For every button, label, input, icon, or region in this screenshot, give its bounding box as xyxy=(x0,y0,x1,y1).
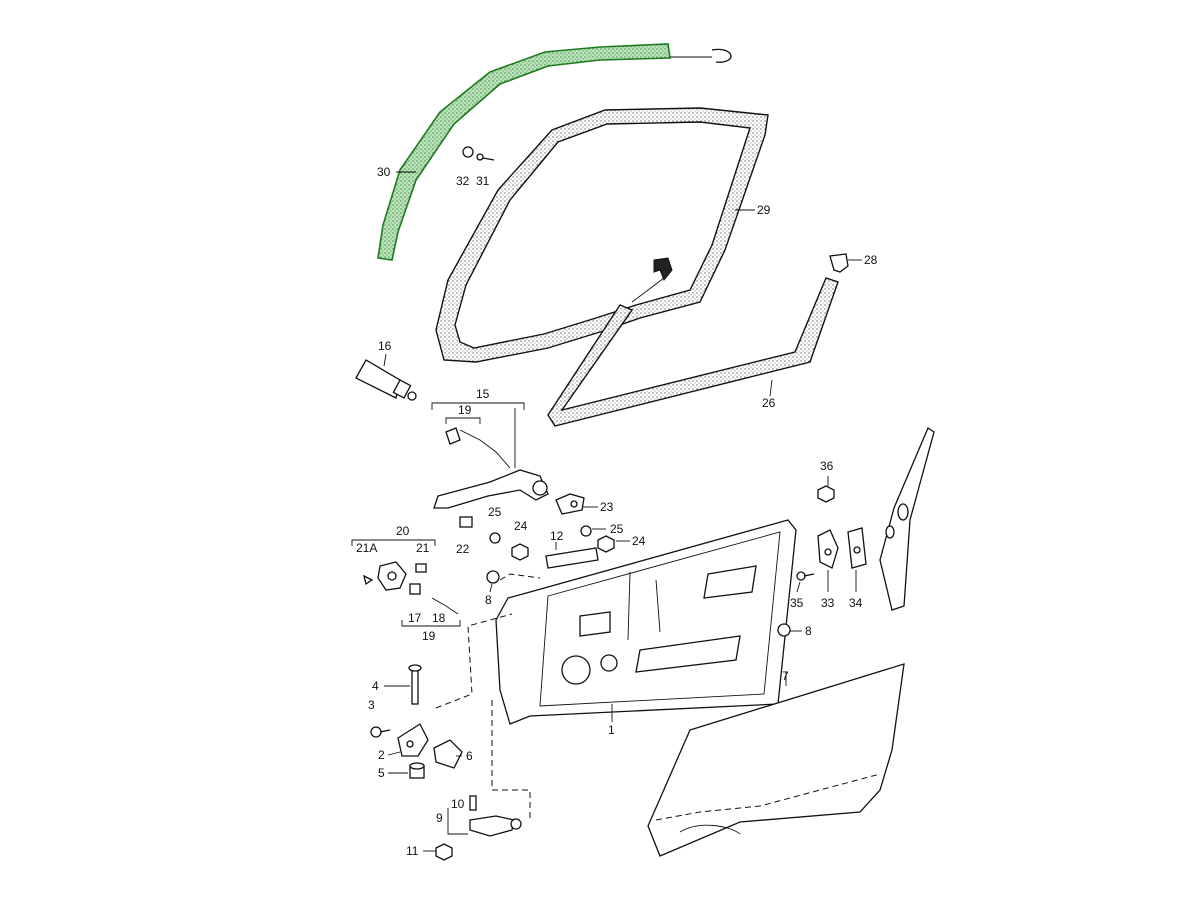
callout-3: 3 xyxy=(368,698,375,712)
callout-16: 16 xyxy=(378,339,392,353)
clip-29 xyxy=(631,257,673,303)
callout-29: 29 xyxy=(757,203,771,217)
part-23 xyxy=(555,493,585,515)
nut-24b xyxy=(597,535,615,553)
bushing-5 xyxy=(409,762,425,779)
plug-28 xyxy=(829,253,849,273)
bracket-19-top xyxy=(445,417,481,424)
callout-30: 30 xyxy=(377,165,391,179)
callout-2: 2 xyxy=(378,748,385,762)
glue-tube-16 xyxy=(355,359,417,401)
bracket-15 xyxy=(431,402,525,410)
callout-20: 20 xyxy=(396,524,410,538)
part-22 xyxy=(459,516,473,528)
bracket-20 xyxy=(351,539,436,546)
door-skin-7[interactable] xyxy=(647,663,905,857)
nut-36 xyxy=(817,485,835,503)
callout-25b: 25 xyxy=(610,522,624,536)
callout-24a: 24 xyxy=(514,519,528,533)
callout-35: 35 xyxy=(790,596,804,610)
lock-cylinder-20 xyxy=(363,561,427,591)
callout-25a: 25 xyxy=(488,505,502,519)
bracket-9 xyxy=(447,808,468,835)
callout-19a: 19 xyxy=(458,403,472,417)
callout-6: 6 xyxy=(466,749,473,763)
bracket-19-bottom xyxy=(401,620,461,627)
callout-5: 5 xyxy=(378,766,385,780)
callout-33: 33 xyxy=(821,596,835,610)
pillar-trim xyxy=(879,427,935,611)
door-shell-1[interactable] xyxy=(495,519,797,725)
plate-6 xyxy=(433,739,463,769)
callout-17: 17 xyxy=(408,611,422,625)
hinge-2 xyxy=(397,723,429,757)
seal-30-roof-strip[interactable] xyxy=(377,43,671,261)
callout-11: 11 xyxy=(406,844,419,858)
leader-lines xyxy=(383,171,862,852)
callout-28: 28 xyxy=(864,253,878,267)
callout-1: 1 xyxy=(608,723,615,737)
callout-26: 26 xyxy=(762,396,776,410)
callout-18: 18 xyxy=(432,611,446,625)
plate-34 xyxy=(847,527,867,569)
callout-4: 4 xyxy=(372,679,379,693)
callout-8b: 8 xyxy=(805,624,812,638)
callout-31: 31 xyxy=(476,174,490,188)
nut-8b xyxy=(777,623,791,637)
callout-8a: 8 xyxy=(485,593,492,607)
callout-23: 23 xyxy=(600,500,614,514)
hinge-9-10 xyxy=(469,795,522,837)
callout-22: 22 xyxy=(456,542,470,556)
callout-34: 34 xyxy=(849,596,863,610)
clip-30 xyxy=(670,48,732,63)
lock-parts-17-18 xyxy=(409,583,459,615)
door-handle-15[interactable] xyxy=(433,427,549,509)
callout-21a: 21A xyxy=(356,541,377,555)
callout-9: 9 xyxy=(436,811,443,825)
nut-25b xyxy=(580,525,592,537)
callout-15: 15 xyxy=(476,387,490,401)
pin-4 xyxy=(408,664,422,705)
callout-36: 36 xyxy=(820,459,834,473)
callout-24b: 24 xyxy=(632,534,646,548)
nut-25a xyxy=(489,532,501,544)
nut-24a xyxy=(511,543,529,561)
strip-12 xyxy=(545,547,599,569)
callout-labels: 1 2 3 4 5 6 7 8 8 9 10 11 12 15 16 17 18… xyxy=(356,165,878,858)
callout-32: 32 xyxy=(456,174,470,188)
assembly-lines xyxy=(435,573,541,820)
plate-33 xyxy=(817,529,839,569)
callout-21: 21 xyxy=(416,541,430,555)
callout-19b: 19 xyxy=(422,629,436,643)
callout-12: 12 xyxy=(550,529,564,543)
screw-35 xyxy=(796,571,815,581)
nut-11 xyxy=(435,843,453,861)
seal-26-belt[interactable] xyxy=(547,277,839,427)
screw-31-32 xyxy=(462,146,495,161)
knob-8a xyxy=(486,570,500,584)
callout-7: 7 xyxy=(782,669,789,683)
seal-29-window-frame[interactable] xyxy=(435,107,769,363)
screw-3 xyxy=(370,726,391,738)
callout-10: 10 xyxy=(451,797,465,811)
